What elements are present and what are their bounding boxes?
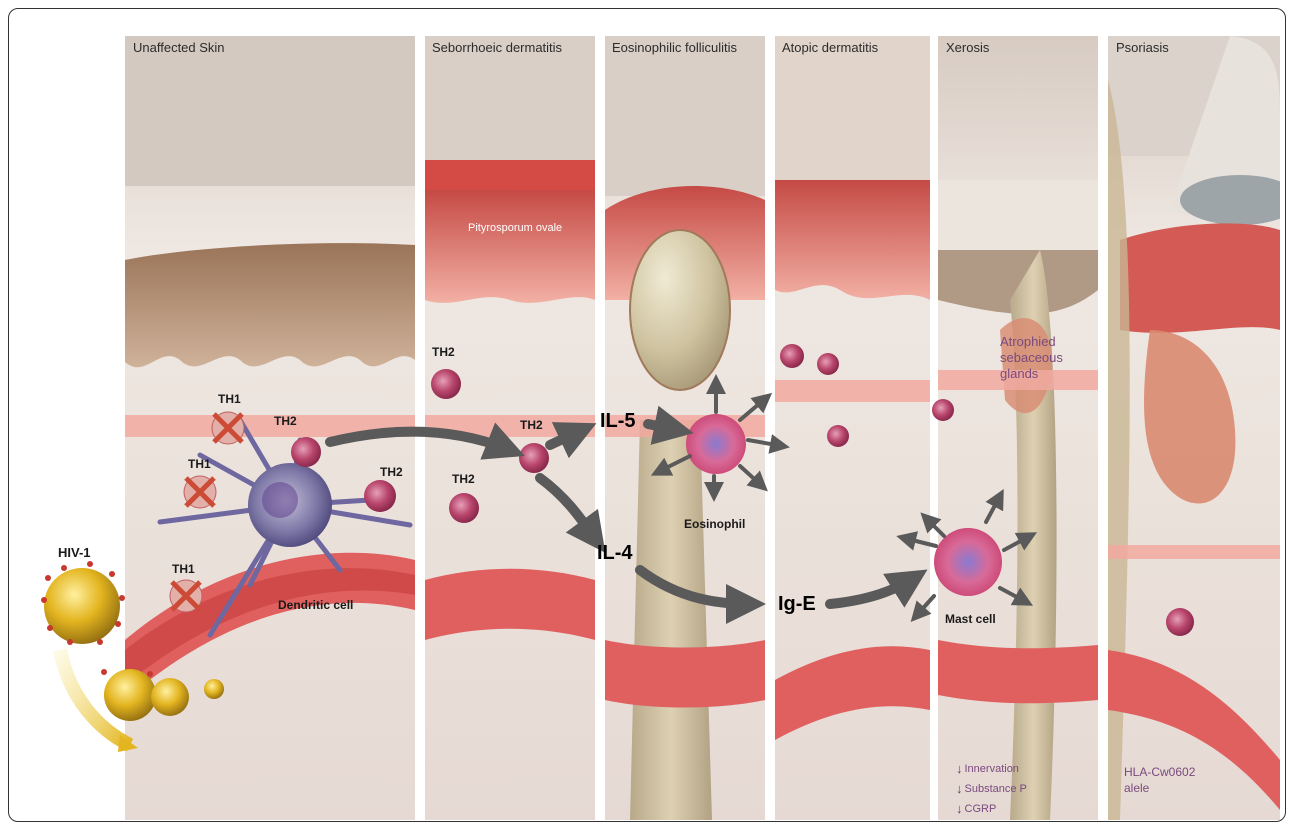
panel-seborrhoeic-dermatitis (425, 36, 595, 820)
down-arrow-icon: ↓ (956, 761, 963, 776)
il4-label: IL-4 (597, 542, 633, 565)
th2-label-1: TH2 (274, 414, 297, 428)
th1-label-3: TH1 (172, 562, 195, 576)
atrophied-label-line1: Atrophied (1000, 334, 1056, 350)
hiv-virion-small (151, 678, 189, 716)
hiv-virion-tiny (204, 679, 224, 699)
hla-label-line1: HLA-Cw0602 (1124, 764, 1195, 780)
hla-label-line2: alele (1124, 780, 1149, 796)
xerosis-legend-cgrp: ↓ CGRP (956, 801, 996, 816)
down-arrow-icon: ↓ (956, 801, 963, 816)
panel-title-eosinophilic-folliculitis: Eosinophilic folliculitis (612, 40, 737, 55)
panel-title-psoriasis: Psoriasis (1116, 40, 1169, 55)
panel-title-atopic-dermatitis: Atopic dermatitis (782, 40, 878, 55)
th2-label-3: TH2 (432, 345, 455, 359)
eosinophil-cell (686, 414, 746, 474)
th2-label-4: TH2 (452, 472, 475, 486)
panel-title-xerosis: Xerosis (946, 40, 989, 55)
panel-title-unaffected-skin: Unaffected Skin (133, 40, 225, 55)
th1-label-2: TH1 (188, 457, 211, 471)
xerosis-legend-substance-p: ↓ Substance P (956, 781, 1027, 796)
xerosis-legend-text: CGRP (965, 803, 997, 815)
ige-label: Ig-E (778, 593, 816, 616)
th1-label-1: TH1 (218, 392, 241, 406)
mast-cell (934, 528, 1002, 596)
panel-xerosis (938, 36, 1098, 820)
pityrosporum-label: Pityrosporum ovale (468, 222, 562, 234)
mast-cell-label: Mast cell (945, 612, 996, 626)
down-arrow-icon: ↓ (956, 781, 963, 796)
th2-label-5: TH2 (520, 418, 543, 432)
hiv-virion-medium (104, 669, 156, 721)
th2-label-2: TH2 (380, 465, 403, 479)
panel-psoriasis (1108, 36, 1293, 820)
il5-label: IL-5 (600, 410, 636, 433)
atrophied-label-line2: sebaceous (1000, 350, 1063, 366)
xerosis-legend-text: Innervation (965, 763, 1019, 775)
dendritic-cell-label: Dendritic cell (278, 598, 353, 612)
xerosis-legend-innervation: ↓ Innervation (956, 761, 1019, 776)
hiv-label: HIV-1 (58, 545, 91, 560)
eosinophil-label: Eosinophil (684, 517, 745, 531)
panel-title-seborrhoeic-dermatitis: Seborrhoeic dermatitis (432, 40, 562, 55)
xerosis-legend-text: Substance P (965, 783, 1027, 795)
panel-atopic-dermatitis (775, 36, 930, 820)
hiv-virion-large (44, 568, 120, 644)
atrophied-label-line3: glands (1000, 366, 1038, 382)
